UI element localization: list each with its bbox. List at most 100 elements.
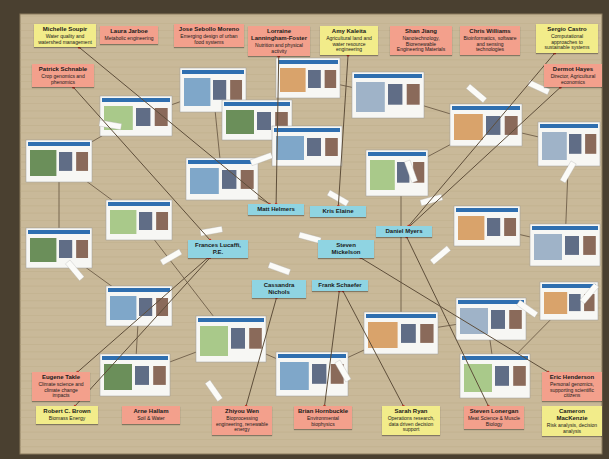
person-name: Laura Jarboe	[103, 28, 155, 35]
poster	[186, 158, 258, 200]
research-area: Agricultural land and water resource eng…	[323, 36, 375, 53]
poster-sheet	[456, 298, 526, 340]
portrait	[76, 152, 88, 171]
poster-sheet	[26, 140, 92, 182]
research-area: Operations research, data driven decisio…	[385, 416, 437, 433]
person-name: Eric Henderson	[545, 374, 599, 381]
poster-header	[28, 230, 90, 234]
weave-line	[20, 191, 602, 192]
poster-sheet	[26, 228, 92, 268]
name-card: Cameron MacKenzieRisk analysis, decision…	[542, 406, 602, 436]
name-card: Dermot HayesDirector, Agricultural econo…	[544, 64, 602, 87]
poster	[100, 354, 170, 396]
portrait	[325, 138, 338, 156]
poster-header	[198, 318, 264, 322]
poster	[364, 312, 438, 354]
poster-header	[368, 152, 426, 156]
poster	[276, 352, 348, 396]
poster-chart	[565, 236, 579, 255]
poster-header	[458, 300, 524, 304]
poster-header	[462, 356, 528, 360]
research-area: Personal genomics, supporting scientific…	[545, 382, 599, 399]
research-area: Biomass Energy	[39, 416, 95, 422]
weave-line	[20, 176, 602, 177]
poster-sheet	[540, 282, 598, 320]
research-area: Emerging design of urban food systems	[177, 34, 241, 46]
portrait	[504, 218, 516, 236]
research-area: Bioprocessing engineering, renewable ene…	[215, 416, 269, 433]
poster-sheet	[106, 286, 172, 326]
poster	[106, 200, 172, 240]
person-name: Shan Jiang	[393, 28, 449, 35]
name-card: Chris WilliamsBioinformatics, software a…	[460, 26, 520, 55]
portrait	[76, 240, 88, 258]
string-connector	[343, 291, 403, 406]
poster	[276, 58, 340, 98]
research-area: Water quality and watershed management	[37, 34, 93, 46]
research-area: Bioinformatics, software and sensing tec…	[463, 36, 517, 53]
string-connector	[338, 55, 348, 206]
poster-sheet	[450, 104, 522, 146]
string-connector	[410, 87, 560, 226]
person-name: Daniel Myers	[379, 228, 429, 235]
poster-header	[182, 70, 244, 74]
portrait	[509, 310, 522, 329]
poster-chart	[495, 366, 509, 386]
portrait	[156, 298, 168, 316]
poster-chart	[487, 218, 500, 236]
poster-chart	[491, 310, 505, 329]
person-name: Cameron MacKenzie	[545, 408, 599, 422]
poster-sheet	[366, 150, 428, 196]
poster-header	[274, 128, 340, 132]
person-name: Arne Hallam	[125, 408, 177, 415]
poster-chart	[312, 364, 326, 384]
weave-line	[20, 278, 602, 279]
weave-line	[20, 169, 602, 170]
person-name: Frank Schaefer	[315, 282, 365, 289]
name-card: Steven LonerganMeat Science & Muscle Bio…	[464, 406, 524, 429]
staff-card: Kris Elaine	[310, 206, 366, 217]
poster-chart	[569, 294, 581, 311]
research-area: Nanotechnology, Biorenewable Engineering…	[393, 36, 449, 53]
string-connector	[407, 237, 489, 406]
poster-figure	[30, 150, 56, 176]
name-card: Patrick SchnableCrop genomics and phenom…	[32, 64, 94, 87]
poster-chart	[59, 152, 72, 171]
weave-line	[20, 16, 602, 17]
poster-figure	[544, 292, 567, 314]
person-name: Robert C. Brown	[39, 408, 95, 415]
research-area: Crop genomics and phenomics	[35, 74, 91, 86]
person-name: Dermot Hayes	[547, 66, 599, 73]
person-name: Cassandra Nichols	[255, 282, 303, 296]
poster-chart	[401, 324, 416, 343]
person-name: Steven Mickelson	[321, 242, 371, 256]
poster-header	[366, 314, 436, 318]
poster-figure	[110, 210, 136, 234]
string-connector	[276, 56, 279, 204]
poster-figure	[190, 168, 219, 194]
poster-figure	[226, 110, 254, 134]
portrait	[249, 328, 262, 349]
portrait	[156, 212, 168, 230]
paper-tag	[160, 249, 182, 265]
paper-tag	[580, 283, 599, 304]
poster-header	[102, 356, 168, 360]
poster-figure	[110, 296, 136, 320]
portrait	[583, 236, 596, 255]
name-card: Jose Sebollo MorenoEmerging design of ur…	[174, 24, 244, 47]
poster-header	[540, 124, 598, 128]
name-card: Sarah RyanOperations research, data driv…	[382, 406, 440, 435]
research-area: Climate science and climate change impac…	[35, 382, 87, 399]
poster	[106, 286, 172, 326]
poster-figure	[458, 216, 484, 240]
burlap	[20, 14, 602, 454]
name-card: Eugene TakleClimate science and climate …	[32, 372, 90, 401]
poster	[26, 140, 92, 182]
weave-line	[20, 271, 602, 272]
person-name: Chris Williams	[463, 28, 517, 35]
name-card: Laura JarboeMetabolic engineering	[100, 26, 158, 44]
paper-tag	[335, 360, 351, 382]
poster-figure	[276, 136, 304, 160]
poster-header	[224, 102, 290, 106]
